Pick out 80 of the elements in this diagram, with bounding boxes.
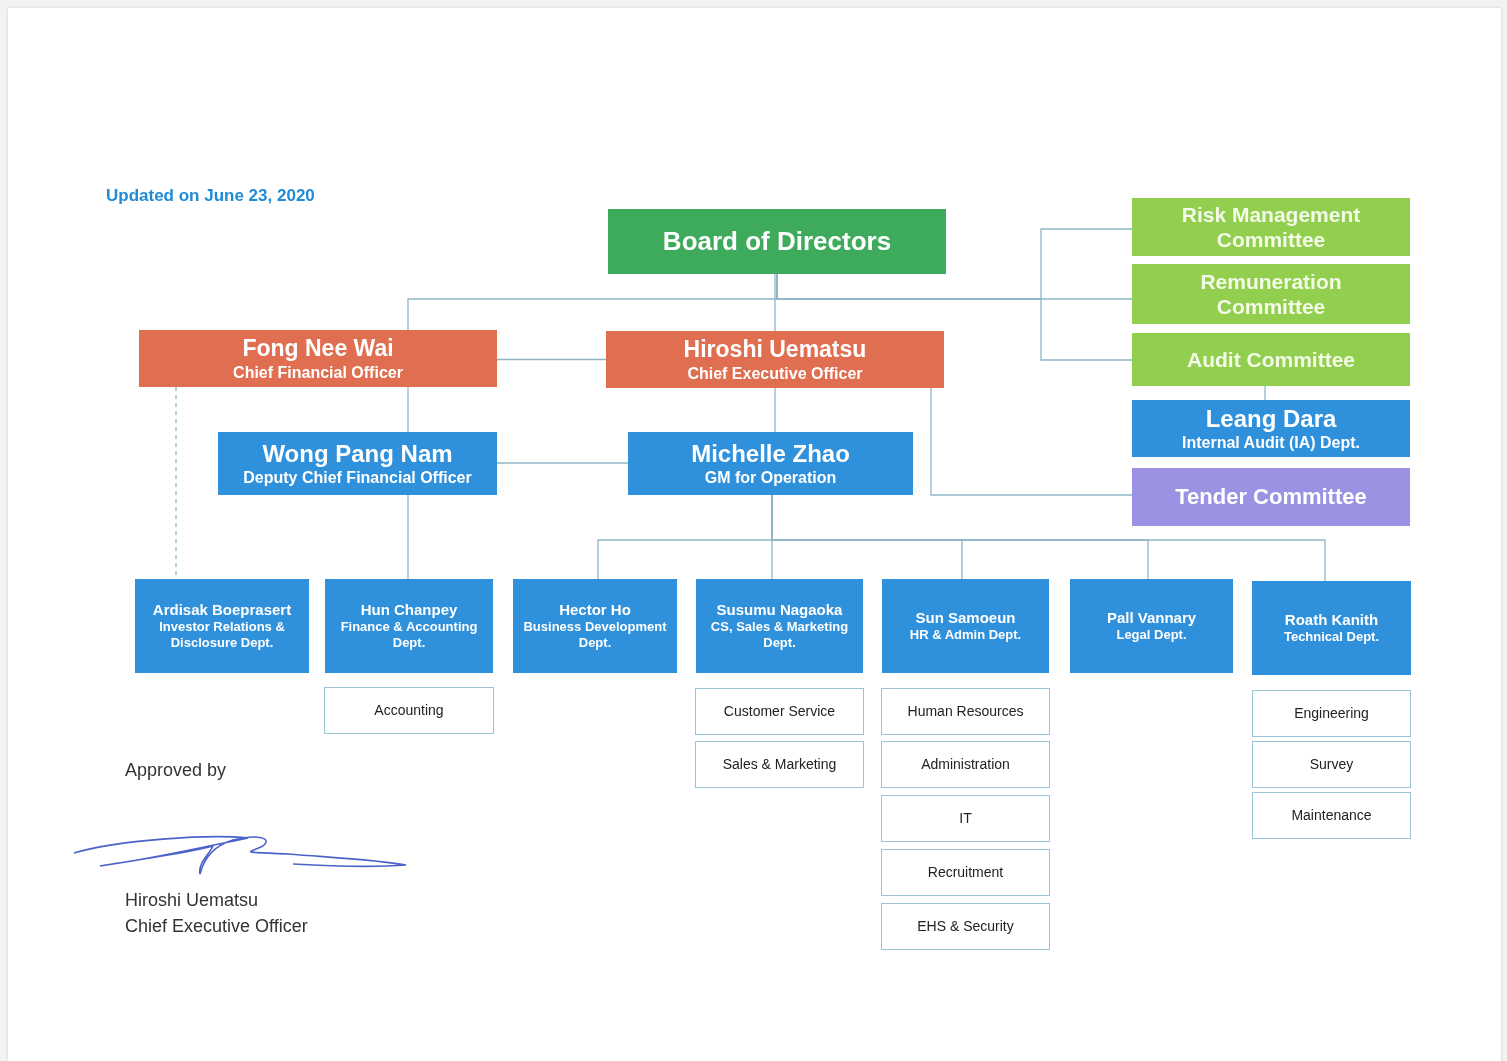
unit-box: [881, 849, 1050, 896]
org-box: [696, 579, 863, 673]
org-box: [1132, 198, 1410, 256]
node-title: Roath Kanith: [1284, 611, 1379, 630]
node-title: Tender Committee: [1175, 483, 1367, 511]
node-title: Risk Management Committee: [1180, 201, 1362, 253]
node-subtitle: HR & Admin Dept.: [909, 627, 1022, 643]
org-box: [1132, 264, 1410, 324]
node-title: Maintenance: [1291, 807, 1372, 824]
unit-box: [881, 903, 1050, 950]
org-box: [628, 432, 913, 495]
connector-line: [407, 386, 409, 433]
node-title: Susumu Nagaoka: [716, 601, 843, 620]
node-subtitle: Technical Dept.: [1283, 629, 1380, 645]
node-title: Accounting: [374, 702, 444, 719]
node-title: Customer Service: [723, 703, 836, 720]
org-box: [135, 579, 309, 673]
approval-text: Approved by: [125, 760, 227, 781]
connector-line: [1264, 385, 1266, 401]
node-subtitle: Investor Relations & Disclosure Dept.: [158, 619, 286, 651]
node-title: EHS & Security: [917, 918, 1014, 935]
approval-text: Hiroshi Uematsu: [125, 890, 259, 911]
node-title: Audit Committee: [1187, 346, 1355, 373]
unit-box: [881, 795, 1050, 842]
connector-line: [774, 387, 776, 433]
node-subtitle: Legal Dept.: [1116, 627, 1187, 643]
node-title: Hector Ho: [559, 601, 631, 620]
org-box: [325, 579, 493, 673]
org-box: [218, 432, 497, 495]
unit-box: [1252, 741, 1411, 788]
node-subtitle: Chief Financial Officer: [233, 362, 403, 382]
node-title: Recruitment: [927, 864, 1004, 881]
node-subtitle: Deputy Chief Financial Officer: [243, 468, 472, 488]
node-title: Engineering: [1294, 705, 1369, 722]
org-box: [1132, 333, 1410, 386]
node-title: Remuneration Committee: [1199, 268, 1343, 320]
node-title: Sun Samoeun: [915, 609, 1016, 628]
connector-line: [496, 462, 629, 464]
unit-box: [695, 688, 864, 735]
org-box: [1070, 579, 1233, 673]
node-subtitle: GM for Operation: [704, 468, 837, 488]
node-title: Administration: [921, 756, 1010, 773]
node-title: Survey: [1309, 756, 1354, 773]
node-title: Human Resources: [907, 703, 1024, 720]
date-note: Updated on June 23, 2020: [106, 186, 315, 206]
node-subtitle: Internal Audit (IA) Dept.: [1181, 433, 1361, 453]
node-title: Ardisak Boeprasert: [152, 601, 292, 620]
connector-line: [774, 273, 776, 332]
unit-box: [1252, 792, 1411, 839]
node-title: Hiroshi Uematsu: [683, 336, 867, 364]
unit-box: [1252, 690, 1411, 737]
org-box: [513, 579, 677, 673]
unit-box: [881, 688, 1050, 735]
unit-box: [695, 741, 864, 788]
org-box: [1132, 468, 1410, 526]
node-title: Pall Vannary: [1106, 609, 1197, 628]
org-box: [1252, 581, 1411, 675]
node-subtitle: Finance & Accounting Dept.: [339, 619, 479, 651]
node-title: IT: [959, 810, 972, 827]
org-box: [606, 331, 944, 388]
node-title: Board of Directors: [662, 225, 892, 258]
connector-line: [496, 358, 607, 361]
node-title: Wong Pang Nam: [262, 439, 453, 469]
approval-text: Chief Executive Officer: [125, 916, 308, 937]
node-title: Leang Dara: [1205, 404, 1337, 434]
unit-box: [881, 741, 1050, 788]
node-subtitle: CS, Sales & Marketing Dept.: [709, 619, 850, 651]
node-subtitle: Chief Executive Officer: [687, 363, 863, 383]
node-subtitle: Business Development Dept.: [522, 619, 668, 651]
org-box: [139, 330, 497, 387]
unit-box: [324, 687, 494, 734]
connector-line: [930, 387, 1133, 496]
node-title: Sales & Marketing: [722, 756, 837, 773]
node-title: Hun Chanpey: [360, 601, 458, 620]
org-box: [882, 579, 1049, 673]
node-title: Fong Nee Wai: [242, 335, 394, 363]
org-box: [1132, 400, 1410, 457]
connector-line: [407, 494, 409, 580]
org-box: [608, 209, 946, 274]
node-title: Michelle Zhao: [691, 439, 850, 469]
